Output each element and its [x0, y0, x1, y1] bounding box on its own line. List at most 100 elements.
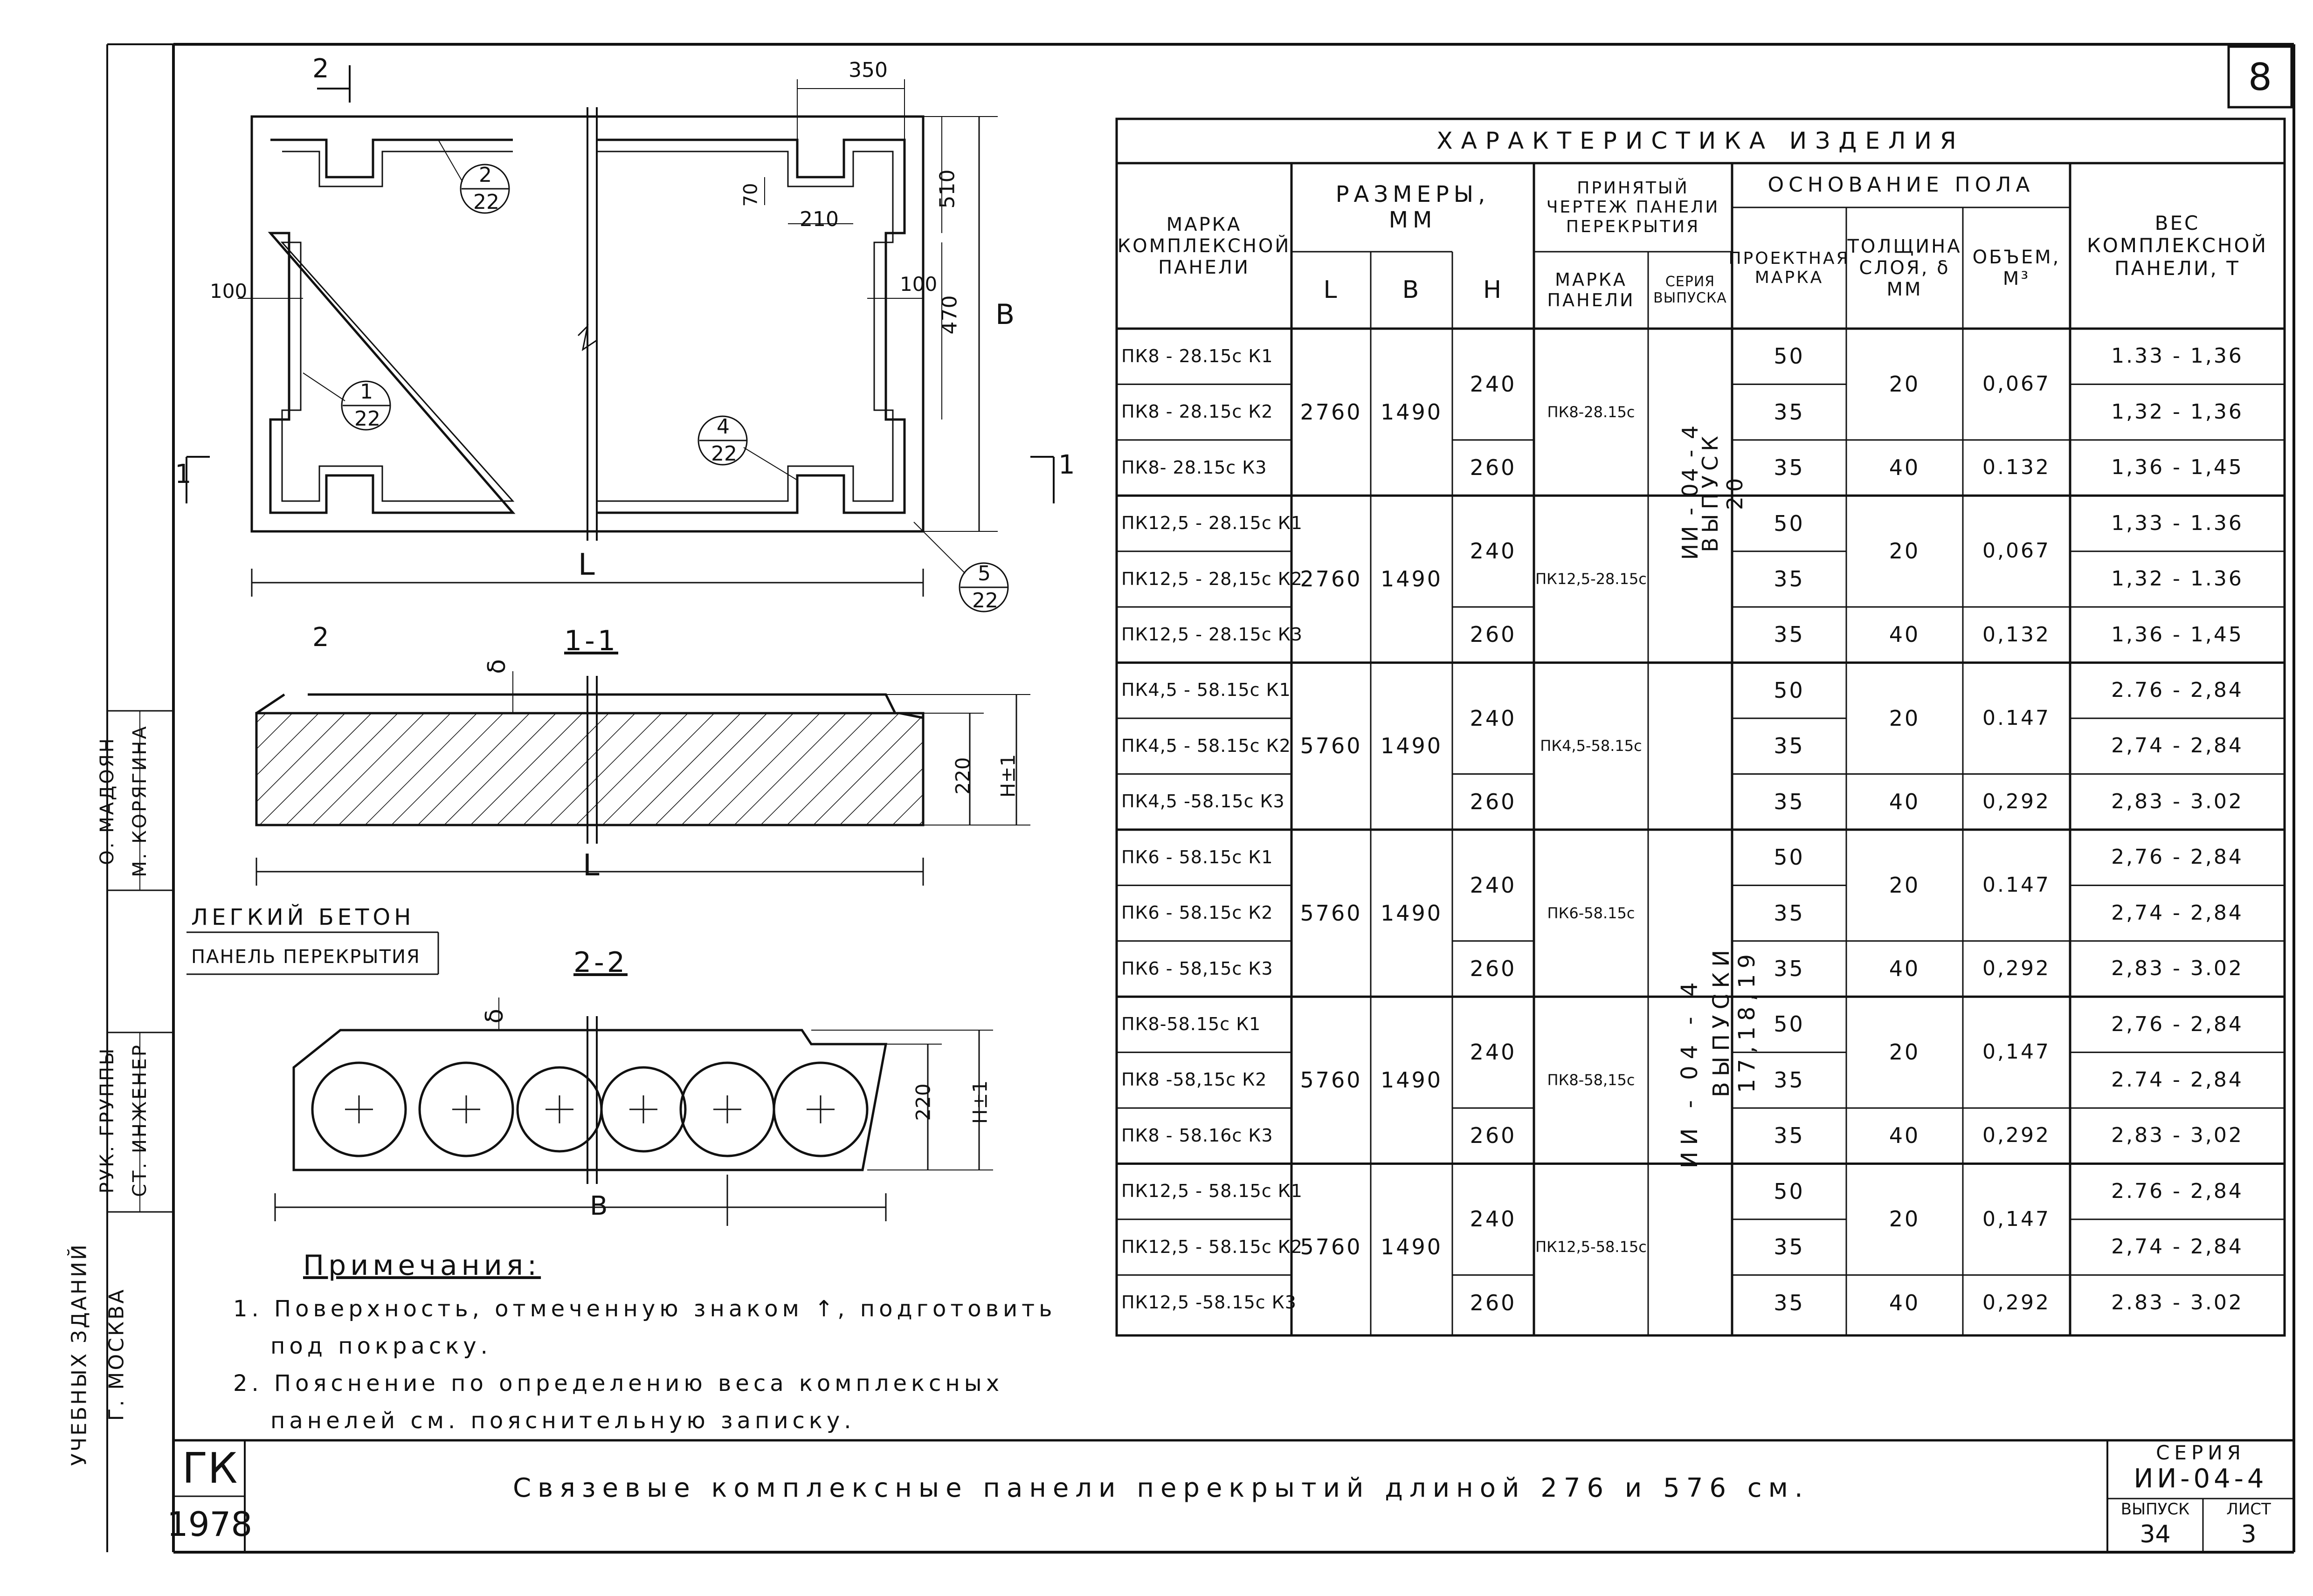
table-row-mark: ПК6 - 58.15с К2	[1121, 902, 1273, 923]
table-cell-volume: 0,147	[1982, 1207, 2051, 1231]
table-row-mark: ПК4,5 -58.15с К3	[1121, 791, 1285, 812]
table-cell-H: 260	[1470, 789, 1517, 814]
table-cell-thickness: 20	[1889, 872, 1920, 898]
table-cell-thickness: 40	[1889, 956, 1920, 982]
section-mark-2-top: 2	[312, 54, 329, 84]
table-cell-L: 5760	[1300, 1067, 1362, 1093]
header-series-issue: СЕРИЯ ВЫПУСКА	[1653, 274, 1727, 306]
table-cell-H: 240	[1470, 705, 1517, 731]
table-cell-panel: ПК8-58,15с	[1547, 1071, 1635, 1089]
header-floor-base: ОСНОВАНИЕ ПОЛА	[1768, 173, 2035, 197]
table-row-project-mark: 50	[1774, 510, 1805, 536]
table-row-weight: 2,83 - 3.02	[2111, 789, 2244, 813]
table-cell-volume: 0,292	[1982, 789, 2051, 813]
table-row-weight: 2,76 - 2,84	[2111, 845, 2244, 869]
table-row-project-mark: 35	[1774, 1234, 1805, 1260]
table-row-project-mark: 35	[1774, 566, 1805, 592]
table-row-mark: ПК8 -58,15с К2	[1121, 1069, 1267, 1090]
table-row-weight: 2.76 - 2,84	[2111, 1179, 2244, 1203]
header-volume: ОБЪЕМ, М³	[1972, 247, 2061, 289]
table-cell-panel: ПК12,5-28.15с	[1535, 570, 1647, 588]
table-cell-B: 1490	[1380, 900, 1443, 926]
table-row-weight: 2,76 - 2,84	[2111, 1012, 2244, 1036]
table-row-weight: 2,83 - 3.02	[2111, 956, 2244, 981]
issue-2: ВЫПУСКИ 17,18,19	[1708, 944, 1760, 1098]
table-cell-thickness: 40	[1889, 622, 1920, 647]
issue-1: ВЫПУСК 20	[1698, 431, 1747, 552]
legend-leader	[186, 931, 439, 975]
plan-dim-350: 350	[849, 58, 888, 82]
table-row-project-mark: 35	[1774, 733, 1805, 759]
drawing-title: Связевые комплексные панели перекрытий д…	[513, 1473, 1809, 1503]
table-cell-thickness: 20	[1889, 1039, 1920, 1065]
table-cell-B: 1490	[1380, 1067, 1443, 1093]
header-layer-thickness: ТОЛЩИНА СЛОЯ, δ ММ	[1847, 236, 1962, 300]
section-1-1-title: 1-1	[564, 625, 618, 657]
series-label: СЕРИЯ	[2156, 1441, 2245, 1464]
table-cell-panel: ПК4,5-58.15с	[1540, 737, 1642, 755]
table-cell-thickness: 40	[1889, 1123, 1920, 1149]
table-row-weight: 2,83 - 3,02	[2111, 1123, 2244, 1148]
table-row-weight: 1,32 - 1.36	[2111, 567, 2244, 591]
table-title: ХАРАКТЕРИСТИКА ИЗДЕЛИЯ	[1436, 127, 1965, 154]
series-2: ИИ - 04 - 4	[1677, 976, 1703, 1169]
table-row-mark: ПК12,5 - 58.15с К2	[1121, 1236, 1303, 1257]
table-cell-L: 5760	[1300, 1234, 1362, 1260]
table-row-project-mark: 50	[1774, 677, 1805, 703]
header-dims: РАЗМЕРЫ, ММ	[1335, 181, 1490, 233]
table-cell-thickness: 40	[1889, 1290, 1920, 1315]
sheet-number: 8	[2248, 55, 2272, 99]
table-cell-volume: 0,292	[1982, 1290, 2051, 1314]
table-cell-B: 1490	[1380, 399, 1443, 425]
table-cell-panel: ПК6-58.15с	[1547, 904, 1635, 922]
table-row-weight: 1,32 - 1,36	[2111, 399, 2244, 424]
table-cell-volume: 0,147	[1982, 1040, 2051, 1064]
table-row-mark: ПК4,5 - 58.15с К2	[1121, 735, 1291, 756]
table-row-weight: 2,74 - 2,84	[2111, 901, 2244, 925]
plan-dim-100-left: 100	[210, 280, 248, 303]
table-row-project-mark: 35	[1774, 1123, 1805, 1149]
table-row-project-mark: 35	[1774, 956, 1805, 982]
table-cell-volume: 0,292	[1982, 956, 2051, 981]
table-cell-H: 260	[1470, 622, 1517, 647]
table-row-mark: ПК12,5 - 28,15с К2	[1121, 568, 1303, 589]
table-row-mark: ПК8- 28.15с К3	[1121, 457, 1267, 478]
table-row-project-mark: 50	[1774, 344, 1805, 369]
note-2a: 2. Пояснение по определению веса комплек…	[233, 1370, 1004, 1396]
table-cell-H: 260	[1470, 455, 1517, 481]
table-row-project-mark: 50	[1774, 1011, 1805, 1037]
header-dim-B: B	[1402, 275, 1421, 304]
sheet-label: ЛИСТ	[2226, 1500, 2271, 1519]
table-row-weight: 1,33 - 1.36	[2111, 511, 2244, 535]
table-cell-L: 5760	[1300, 900, 1362, 926]
table-row-project-mark: 35	[1774, 455, 1805, 481]
table-row-mark: ПК6 - 58,15с К3	[1121, 958, 1273, 979]
table-cell-H: 260	[1470, 956, 1517, 982]
table-cell-thickness: 20	[1889, 371, 1920, 397]
table-row-project-mark: 35	[1774, 1067, 1805, 1093]
header-dim-H: H	[1483, 275, 1504, 304]
table-row-mark: ПК12,5 - 28.15с К3	[1121, 624, 1303, 645]
issue-label: ВЫПУСК	[2120, 1500, 2190, 1519]
callout-4-sheet: 22	[711, 442, 737, 466]
table-cell-volume: 0,067	[1982, 539, 2051, 563]
table-row-project-mark: 35	[1774, 399, 1805, 425]
section-2-2-drawing	[274, 998, 993, 1226]
table-cell-H: 240	[1470, 1039, 1517, 1065]
table-row-weight: 2.76 - 2,84	[2111, 678, 2244, 702]
table-cell-thickness: 20	[1889, 538, 1920, 564]
table-cell-thickness: 40	[1889, 789, 1920, 814]
table-cell-B: 1490	[1380, 733, 1443, 759]
plan-dim-100-right: 100	[900, 273, 938, 296]
table-cell-H: 240	[1470, 872, 1517, 898]
table-row-mark: ПК6 - 58.15с К1	[1121, 846, 1273, 867]
section-2-2-B: B	[590, 1191, 608, 1221]
plan-dim-210: 210	[800, 207, 839, 231]
notes-title: Примечания:	[303, 1249, 541, 1282]
table-row-mark: ПК8 - 28.15с К1	[1121, 345, 1273, 366]
table-cell-volume: 0.147	[1982, 873, 2051, 897]
table-cell-volume: 0,067	[1982, 372, 2051, 396]
table-cell-B: 1490	[1380, 1234, 1443, 1260]
plan-dim-L: L	[578, 548, 595, 582]
table-cell-panel: ПК12,5-58.15с	[1535, 1238, 1647, 1256]
